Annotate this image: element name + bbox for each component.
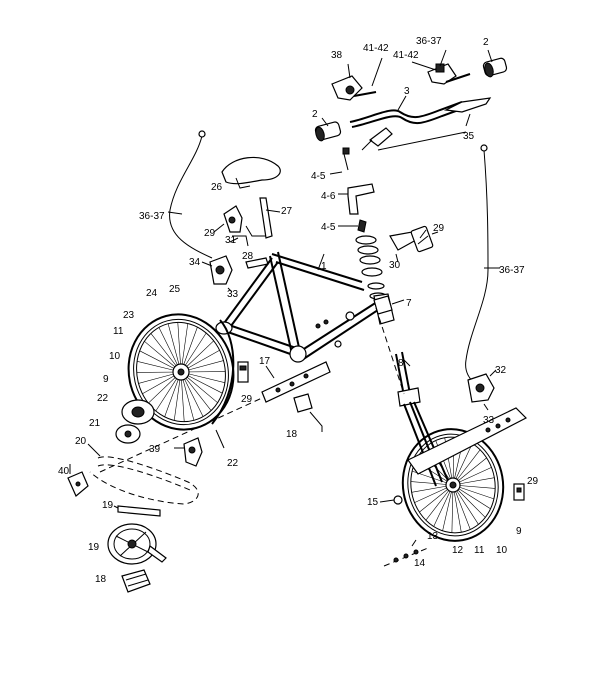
wheel-spoke xyxy=(451,484,454,533)
label-29c: 29 xyxy=(241,394,253,405)
label-7: 7 xyxy=(406,298,412,309)
label-24: 24 xyxy=(146,288,158,299)
label-29d: 29 xyxy=(527,476,539,487)
label-12: 12 xyxy=(452,545,464,556)
rear-brake-cable xyxy=(169,135,213,259)
label-10b: 10 xyxy=(496,545,508,556)
label-17: 17 xyxy=(259,356,271,367)
part-15 xyxy=(393,495,403,505)
label-33a: 33 xyxy=(227,289,239,300)
handlebar-assembly xyxy=(314,49,508,151)
label-40: 40 xyxy=(58,466,70,477)
label-22b: 22 xyxy=(227,458,239,469)
freewheel xyxy=(115,399,155,444)
label-2b: 2 xyxy=(312,109,318,120)
label-36-37b: 36-37 xyxy=(139,211,165,222)
label-22a: 22 xyxy=(97,393,109,404)
label-29a: 29 xyxy=(204,228,216,239)
label-28: 28 xyxy=(242,251,254,262)
label-41-42b: 41-42 xyxy=(393,50,419,61)
rear-derailleur-39 xyxy=(174,437,203,467)
wheel-spoke xyxy=(433,484,454,527)
rear-reflector xyxy=(237,361,249,383)
label-9b: 9 xyxy=(516,526,522,537)
label-39: 39 xyxy=(149,444,161,455)
part-40 xyxy=(67,464,89,497)
label-3: 3 xyxy=(404,86,410,97)
label-27: 27 xyxy=(281,206,293,217)
label-4-5a: 4-5 xyxy=(311,171,326,182)
rear-fender-22 xyxy=(211,319,235,425)
label-31: 31 xyxy=(225,235,237,246)
stem-headset xyxy=(329,147,387,300)
label-18a: 18 xyxy=(286,429,298,440)
wheel-spoke xyxy=(452,484,479,525)
label-41-42a: 41-42 xyxy=(363,43,389,54)
label-30: 30 xyxy=(389,260,401,271)
label-34: 34 xyxy=(189,257,201,268)
chain-20 xyxy=(89,456,199,505)
brake-lever-35 xyxy=(361,97,492,151)
part-labels: 38 41-42 41-42 36-37 2 3 2 35 26 4-5 4-6… xyxy=(58,36,539,585)
label-11a: 11 xyxy=(113,326,124,337)
wheel-spoke xyxy=(452,484,471,530)
crank-arm-19 xyxy=(117,505,161,517)
label-1: 1 xyxy=(321,261,327,272)
label-20: 20 xyxy=(75,436,87,447)
saddle-26 xyxy=(221,156,281,185)
wheel-spoke xyxy=(452,443,473,486)
label-4-6: 4-6 xyxy=(321,191,336,202)
wheel-spoke xyxy=(442,484,454,531)
label-36-37a: 36-37 xyxy=(416,36,442,47)
label-13: 13 xyxy=(427,531,439,542)
assembly-line-fork xyxy=(375,307,405,395)
label-32: 32 xyxy=(495,365,507,376)
front-reflector xyxy=(389,225,439,263)
front-axle-14 xyxy=(383,539,429,567)
label-2a: 2 xyxy=(483,37,489,48)
label-33b: 33 xyxy=(483,415,495,426)
label-14: 14 xyxy=(414,558,426,569)
rear-caliper-34 xyxy=(201,255,269,293)
label-4-5b: 4-5 xyxy=(321,222,336,233)
label-11b: 11 xyxy=(474,545,485,556)
label-10a: 10 xyxy=(109,351,121,362)
wheel-spoke xyxy=(452,484,486,518)
stem-4-6 xyxy=(347,183,375,215)
shifter-right xyxy=(427,63,471,85)
frame-1 xyxy=(215,251,405,363)
shifter-38 xyxy=(331,75,377,101)
label-36-37c: 36-37 xyxy=(499,265,525,276)
label-35: 35 xyxy=(463,131,475,142)
label-26: 26 xyxy=(211,182,223,193)
pedal-right xyxy=(293,393,323,432)
chainwheel xyxy=(107,523,167,565)
label-8: 8 xyxy=(398,358,404,369)
wheel-spoke xyxy=(452,484,462,533)
saddle-assembly xyxy=(213,156,281,247)
bottom-bracket-17 xyxy=(261,361,331,403)
label-29b: 29 xyxy=(433,223,445,234)
front-brake-cable xyxy=(465,149,489,385)
label-38: 38 xyxy=(331,50,343,61)
label-19b: 19 xyxy=(88,542,100,553)
label-19a: 19 xyxy=(102,500,114,511)
front-caliper-32 xyxy=(467,369,497,411)
label-25: 25 xyxy=(169,284,181,295)
label-15: 15 xyxy=(367,497,379,508)
label-18b: 18 xyxy=(95,574,107,585)
label-9a: 9 xyxy=(103,374,109,385)
label-23: 23 xyxy=(123,310,135,321)
front-wheel xyxy=(401,428,505,542)
label-21: 21 xyxy=(89,418,101,429)
pedal-left xyxy=(121,569,151,593)
